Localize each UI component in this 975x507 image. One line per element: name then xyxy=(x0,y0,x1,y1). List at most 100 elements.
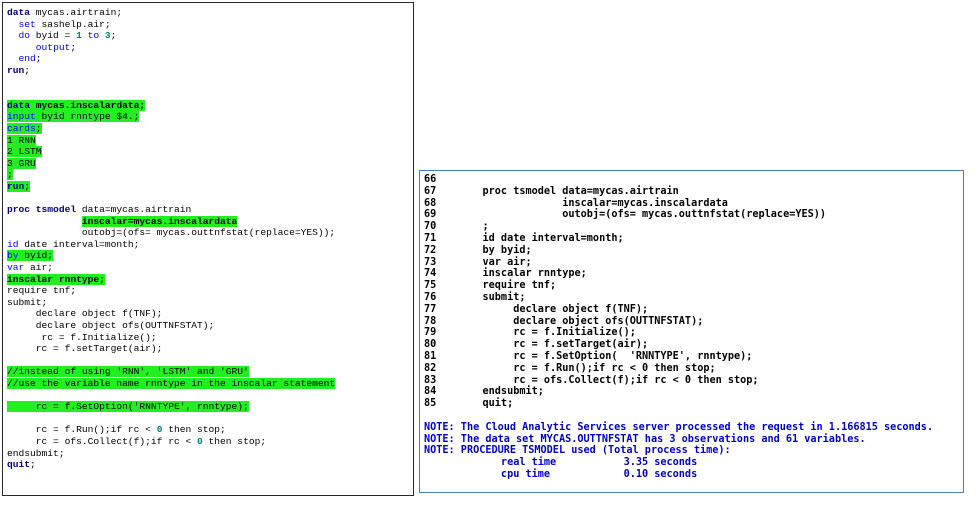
code-line xyxy=(7,193,413,205)
code-line: 1 RNN xyxy=(7,134,413,147)
code-line: rc = f.Initialize(); xyxy=(7,332,413,344)
code-line: inscalar=mycas.inscalardata xyxy=(7,215,413,228)
log-line-number: 72 xyxy=(424,244,437,256)
highlighted-code: data mycas.inscalardata; xyxy=(7,99,146,111)
code-token: rc = ofs.Collect(f);if rc < xyxy=(7,435,197,447)
highlighted-code: ; xyxy=(7,169,13,181)
note-label: NOTE: xyxy=(424,421,455,433)
code-token: outobj=(ofs= mycas.outtnfstat(replace=YE… xyxy=(7,227,336,239)
code-token: data xyxy=(7,99,31,111)
code-token: sashelp.air; xyxy=(35,18,111,30)
log-line-number: 68 xyxy=(424,197,437,209)
code-line: inscalar rnntype; xyxy=(7,273,413,286)
code-token: require tnf; xyxy=(7,285,77,297)
log-line-number: 78 xyxy=(424,315,437,327)
log-text: inscalar rnntype; xyxy=(458,268,587,280)
log-line: 77 declare object f(TNF); xyxy=(424,304,963,316)
highlighted-code: inscalar=mycas.inscalardata xyxy=(81,215,238,227)
log-line-number: 73 xyxy=(424,256,437,268)
log-line-number: 82 xyxy=(424,362,437,374)
code-token: //use the variable name rnntype in the i… xyxy=(7,378,336,389)
log-line: 78 declare object ofs(OUTTNFSTAT); xyxy=(424,316,963,328)
code-line: end; xyxy=(7,53,413,65)
code-token: inscalar=mycas.inscalardata xyxy=(81,215,238,227)
log-text: id date interval=month; xyxy=(458,232,624,244)
code-line: rc = f.setTarget(air); xyxy=(7,343,413,355)
code-token: 2 LSTM xyxy=(7,146,42,158)
log-text: quit; xyxy=(458,398,514,410)
code-line: by byid; xyxy=(7,250,413,262)
log-line: 80 rc = f.setTarget(air); xyxy=(424,339,963,351)
log-text: declare object ofs(OUTTNFSTAT); xyxy=(458,315,704,327)
sas-program-editor[interactable]: data mycas.airtrain; set sashelp.air; do… xyxy=(2,2,414,496)
code-line: cards; xyxy=(7,122,413,135)
code-token: 0 xyxy=(197,435,203,447)
code-token: //instead of using 'RNN', 'LSTM' and 'GR… xyxy=(7,366,249,378)
log-text: inscalar=mycas.inscalardata xyxy=(458,197,728,209)
code-token: then stop; xyxy=(202,435,267,447)
code-token: id xyxy=(7,238,19,250)
code-token: 3 xyxy=(104,30,111,42)
log-line-number: 70 xyxy=(424,221,437,233)
log-line: 68 inscalar=mycas.inscalardata xyxy=(424,198,963,210)
log-line: 85 quit; xyxy=(424,398,963,410)
log-text: by byid; xyxy=(458,244,532,256)
code-token: output xyxy=(35,41,71,53)
log-note-line: NOTE: The Cloud Analytic Services server… xyxy=(424,422,963,434)
code-line: id date interval=month; xyxy=(7,239,413,251)
log-line: 84 endsubmit; xyxy=(424,386,963,398)
log-line-number: 69 xyxy=(424,209,437,221)
log-line-number: 71 xyxy=(424,232,437,244)
log-line: 66 xyxy=(424,174,963,186)
code-token: set xyxy=(18,18,36,30)
log-text: The Cloud Analytic Services server proce… xyxy=(454,421,934,433)
code-token: run xyxy=(7,180,25,192)
log-line: 79 rc = f.Initialize(); xyxy=(424,327,963,339)
code-line: require tnf; xyxy=(7,285,413,297)
code-token: ; xyxy=(30,459,36,471)
code-token: to xyxy=(87,30,100,42)
code-line: do byid = 1 to 3; xyxy=(7,30,413,42)
log-note-line: cpu time 0.10 seconds xyxy=(424,469,963,481)
log-line: 71 id date interval=month; xyxy=(424,233,963,245)
highlighted-code: run; xyxy=(7,180,31,192)
code-token: byid rnntype $4.; xyxy=(35,111,140,123)
code-token: ; xyxy=(110,30,117,42)
code-line: set sashelp.air; xyxy=(7,19,413,31)
log-note-line: NOTE: PROCEDURE TSMODEL used (Total proc… xyxy=(424,445,963,457)
log-line-number: 79 xyxy=(424,327,437,339)
code-token: rc = f.SetOption('RNNTYPE', rnntype); xyxy=(7,401,249,413)
code-token: quit xyxy=(7,459,31,471)
code-line: var air; xyxy=(7,262,413,274)
code-token: mycas.airtrain; xyxy=(30,7,123,18)
code-line: //instead of using 'RNN', 'LSTM' and 'GR… xyxy=(7,366,413,378)
log-line: 70 ; xyxy=(424,221,963,233)
code-token: 3 GRU xyxy=(7,157,36,169)
log-line: 69 outobj=(ofs= mycas.outtnfstat(replace… xyxy=(424,209,963,221)
log-line: 83 rc = ofs.Collect(f);if rc < 0 then st… xyxy=(424,375,963,387)
log-line xyxy=(424,410,963,422)
log-text: cpu time 0.10 seconds xyxy=(458,468,698,480)
code-token: data xyxy=(7,7,31,18)
code-token: do xyxy=(18,30,31,42)
code-token: byid = xyxy=(30,30,77,42)
code-token: ; xyxy=(24,180,31,192)
highlighted-code: cards; xyxy=(7,122,42,134)
log-text: var air; xyxy=(458,256,532,268)
log-line: 74 inscalar rnntype; xyxy=(424,268,963,280)
code-line xyxy=(7,390,413,402)
code-token: ; xyxy=(7,169,13,181)
log-line: 76 submit; xyxy=(424,292,963,304)
code-line: output; xyxy=(7,42,413,54)
log-text: require tnf; xyxy=(458,280,557,292)
highlighted-code: //use the variable name rnntype in the i… xyxy=(7,378,336,389)
code-line: run; xyxy=(7,65,413,77)
code-line xyxy=(7,88,413,100)
log-text: declare object f(TNF); xyxy=(458,303,649,315)
log-line: 73 var air; xyxy=(424,257,963,269)
code-token: date interval=month; xyxy=(18,238,140,250)
code-token: ; xyxy=(70,41,77,53)
log-text: rc = f.SetOption( 'RNNTYPE', rnntype); xyxy=(458,350,753,362)
code-line: rc = ofs.Collect(f);if rc < 0 then stop; xyxy=(7,436,413,448)
